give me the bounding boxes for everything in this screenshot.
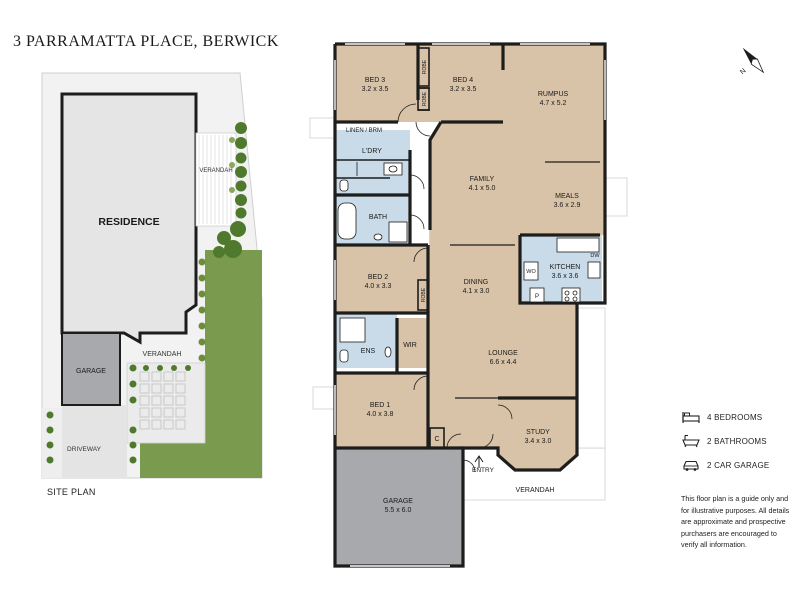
ldry-label: L'DRY — [362, 148, 382, 155]
legend-bedrooms: 4 BEDROOMS — [682, 405, 792, 429]
dining-dims: 4.1 x 3.0 — [463, 288, 490, 295]
fridge-space — [556, 237, 600, 253]
bathtub — [337, 202, 357, 240]
bed1-dims: 4.0 x 3.8 — [367, 411, 394, 418]
bed2-dims: 4.0 x 3.3 — [365, 283, 392, 290]
study-dims: 3.4 x 3.0 — [525, 438, 552, 445]
lounge-label: LOUNGE — [488, 350, 518, 357]
garage-dims: 5.5 x 6.0 — [385, 507, 412, 514]
rumpus-dims: 4.7 x 5.2 — [540, 100, 567, 107]
verandah-side — [576, 307, 606, 449]
wall-oven — [523, 261, 539, 281]
verandah-right — [602, 177, 628, 217]
meals-dims: 3.6 x 2.9 — [554, 202, 581, 209]
shower-ens — [339, 317, 366, 343]
garage-floor — [335, 448, 463, 566]
thin-walls — [335, 47, 445, 449]
north-compass-icon: N — [739, 47, 765, 76]
linen-label: LINEN / BRM — [346, 128, 382, 134]
robe-label-bed2: ROBE — [421, 287, 427, 302]
family-dims: 4.1 x 5.0 — [469, 185, 496, 192]
verandah-label: VERANDAH — [516, 487, 555, 494]
entry-label: ENTRY — [472, 467, 495, 474]
basin-ens — [384, 346, 392, 358]
legend-garage: 2 CAR GARAGE — [682, 453, 792, 477]
plan-title: 3 PARRAMATTA PLACE, BERWICK — [13, 33, 279, 50]
kitchen-label: KITCHEN — [550, 264, 581, 271]
garage-label: GARAGE — [383, 498, 413, 505]
site-driveway-label: DRIVEWAY — [67, 446, 102, 453]
dw-label: DW — [590, 253, 600, 259]
hedges — [46, 122, 247, 464]
paving-tiles — [139, 371, 186, 430]
compass-letter: N — [739, 67, 747, 76]
legend-bedrooms-label: 4 BEDROOMS — [707, 412, 763, 422]
legend-bathrooms-label: 2 BATHROOMS — [707, 436, 767, 446]
sliding-doors — [450, 161, 600, 399]
site-verandah-top-label: VERANDAH — [199, 168, 232, 174]
bed4-label: BED 4 — [453, 77, 473, 84]
meals-label: MEALS — [555, 193, 579, 200]
sink — [587, 261, 601, 279]
disclaimer-text: This floor plan is a guide only and for … — [681, 494, 790, 549]
bed-icon — [682, 412, 700, 423]
robe-label-bed3: ROBE — [422, 59, 428, 74]
bed4-dims: 3.2 x 3.5 — [450, 86, 477, 93]
toilet-ens — [339, 349, 349, 363]
verandah-left-bed — [312, 386, 336, 410]
study-floor — [498, 398, 577, 470]
door-swings — [397, 103, 513, 473]
wir-label: WIR — [403, 342, 417, 349]
verandah-top — [195, 132, 237, 227]
cooktop — [561, 287, 581, 303]
legend-garage-label: 2 CAR GARAGE — [707, 460, 770, 470]
site-residence-label: RESIDENCE — [98, 216, 159, 228]
robe-label-bed4: ROBE — [422, 91, 428, 106]
family-label: FAMILY — [470, 176, 495, 183]
fixtures — [337, 162, 601, 363]
study-label: STUDY — [526, 429, 550, 436]
bed1-label: BED 1 — [370, 402, 390, 409]
walls — [333, 42, 607, 568]
lounge-dims: 6.6 x 4.4 — [490, 359, 517, 366]
pantry-label: P — [535, 294, 539, 300]
bath-icon — [682, 434, 700, 448]
site-verandah-label: VERANDAH — [143, 351, 182, 358]
bed3-label: BED 3 — [365, 77, 385, 84]
kitchen-dims: 3.6 x 3.6 — [552, 273, 579, 280]
window-lines — [334, 43, 606, 567]
ens-label: ENS — [361, 348, 376, 355]
c-label: C — [434, 436, 439, 443]
floors — [335, 44, 605, 448]
bed2-label: BED 2 — [368, 274, 388, 281]
site-garage — [61, 332, 121, 406]
bath-label: BATH — [369, 214, 387, 221]
wo-label: WO — [526, 269, 536, 275]
verandah-left-top — [309, 117, 336, 139]
car-icon — [683, 460, 699, 471]
entry-arrow — [474, 455, 484, 468]
legend: 4 BEDROOMS 2 BATHROOMS 2 CAR GARAGE — [682, 405, 792, 477]
wir-floor — [397, 318, 428, 368]
toilet-1 — [339, 179, 349, 192]
site-plan-caption: SITE PLAN — [47, 487, 96, 497]
rumpus-label: RUMPUS — [538, 91, 569, 98]
bed3-dims: 3.2 x 3.5 — [362, 86, 389, 93]
basin-bath — [373, 233, 383, 241]
legend-bathrooms: 2 BATHROOMS — [682, 429, 792, 453]
paving — [126, 362, 206, 444]
shower — [388, 221, 408, 243]
dining-label: DINING — [464, 279, 489, 286]
site-garage-label: GARAGE — [76, 368, 106, 375]
driveway — [62, 405, 127, 478]
pantry — [529, 287, 545, 303]
